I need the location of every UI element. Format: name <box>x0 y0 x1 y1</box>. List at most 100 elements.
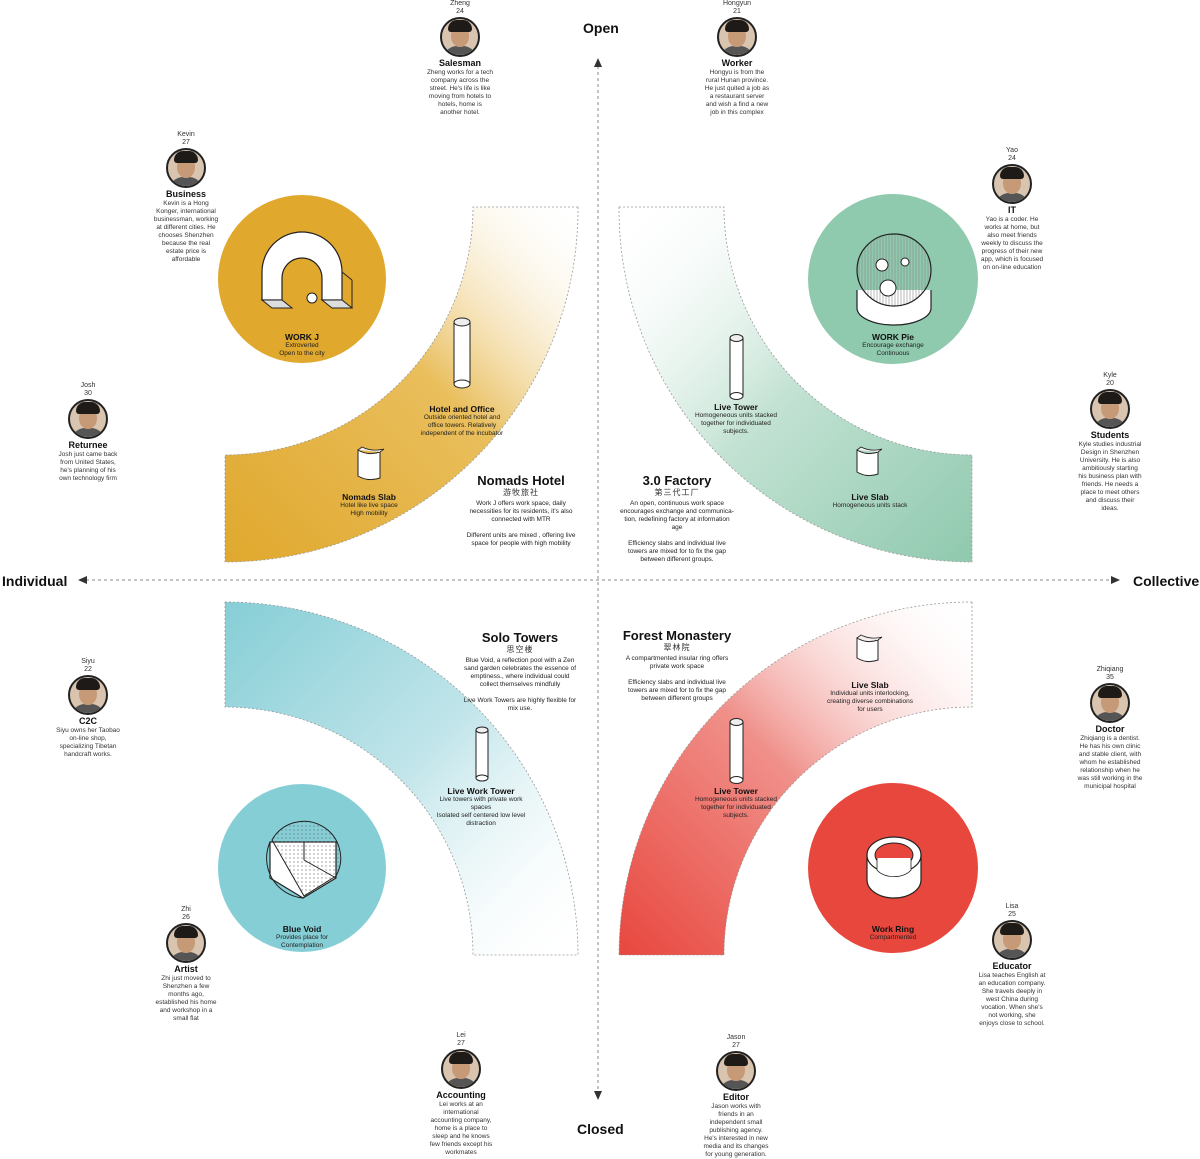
work-pie-title: WORK Pie <box>871 332 915 342</box>
work-j-title: WORK J <box>285 332 319 342</box>
nomads-hotel-desc-1: Work J offers work space, daily <box>476 500 566 507</box>
persona-desc: vocation. When she's <box>981 1004 1043 1011</box>
work-ring-model-icon <box>866 836 922 899</box>
persona-desc: friends in an <box>718 1111 754 1118</box>
persona-desc: University. He is also <box>1079 457 1141 464</box>
persona-desc: She travels deeply in <box>981 988 1043 995</box>
persona-desc: place to meet others <box>1080 489 1140 496</box>
avatar <box>716 1051 756 1091</box>
persona-desc: independent small <box>709 1119 763 1126</box>
live-tower-top-desc-1: Homogeneous units stacked <box>694 412 778 419</box>
block-solo-towers: Solo Towers 思空楼 Blue Void, a reflection … <box>458 630 582 713</box>
nomads-hotel-title: Nomads Hotel <box>477 473 565 488</box>
persona-desc: was still working in the <box>1077 775 1143 782</box>
persona-role: IT <box>1008 205 1016 215</box>
band-nomads-hotel <box>224 206 579 563</box>
work-pie-model-icon <box>856 233 932 326</box>
live-tower-bottom-desc-2: together for individuated <box>701 804 771 811</box>
persona-desc: from United States, <box>60 459 116 466</box>
band-3-factory <box>618 206 973 563</box>
persona-desc: few friends except his <box>429 1141 493 1148</box>
slab-icon-nomads <box>357 446 385 481</box>
persona-age: 20 <box>1106 380 1114 387</box>
persona-kevin: Kevin 27 Business Kevin is a Hong Konger… <box>134 131 238 264</box>
persona-desc: He has his own clinic <box>1079 743 1141 750</box>
live-work-tower-title: Live Work Tower <box>447 786 515 796</box>
work-pie-desc-1: Encourage exchange <box>862 342 924 349</box>
persona-desc: media and its changes <box>703 1143 769 1150</box>
persona-name: Lisa <box>1005 903 1019 910</box>
factory-desc2-2: towers are mixed for to fix the gap <box>628 548 726 555</box>
persona-desc: his business plan with <box>1078 473 1142 480</box>
label-live-slab-top: Live Slab Homogeneous units stack <box>820 492 920 510</box>
persona-desc: ideas. <box>1101 505 1119 512</box>
persona-desc: Lei works at an <box>439 1101 483 1108</box>
factory-title: 3.0 Factory <box>642 473 712 488</box>
persona-desc: on on-line education <box>982 264 1042 271</box>
persona-desc: friends. He needs a <box>1081 481 1139 488</box>
persona-desc: He just quited a job as <box>704 85 770 92</box>
persona-role: Worker <box>721 58 753 68</box>
persona-desc: workmates <box>445 1149 477 1156</box>
live-slab-top-title: Live Slab <box>851 492 889 502</box>
live-work-tower-desc-1: Live towers with private work <box>439 796 523 803</box>
block-3-factory: 3.0 Factory 第三代工厂 An open, continuous wo… <box>616 473 738 564</box>
tower-icon-hotel-office <box>453 317 471 389</box>
avatar <box>717 17 757 57</box>
persona-desc: own technology firm <box>59 475 117 482</box>
avatar <box>440 17 480 57</box>
persona-desc: works at home, but <box>984 224 1040 231</box>
avatar <box>992 164 1032 204</box>
axis-label-open: Open <box>583 20 619 36</box>
solo-towers-title: Solo Towers <box>481 630 559 645</box>
persona-desc: on-line shop, <box>69 735 107 742</box>
persona-age: 27 <box>457 1040 465 1047</box>
live-slab-bottom-desc-3: for users <box>857 706 883 713</box>
persona-siyu: Siyu 22 C2C Siyu owns her Taobao on-line… <box>36 658 140 759</box>
persona-role: Returnee <box>68 440 108 450</box>
label-live-slab-bottom: Live Slab Individual units interlocking,… <box>818 680 922 714</box>
nomads-hotel-desc-2: necessities for its residents, it's also <box>469 508 573 515</box>
persona-desc: international <box>443 1109 479 1116</box>
persona-desc: at different cities. He <box>156 224 216 231</box>
persona-age: 24 <box>456 8 464 15</box>
avatar <box>68 399 108 439</box>
avatar <box>166 923 206 963</box>
persona-name: Kevin <box>177 131 195 138</box>
persona-name: Hongyun <box>722 0 752 7</box>
factory-desc2-3: between different groups. <box>640 556 714 563</box>
persona-desc: relationship when he <box>1080 767 1140 774</box>
persona-name: Josh <box>80 382 96 389</box>
persona-name: Lei <box>456 1032 466 1039</box>
persona-desc: municipal hospital <box>1084 783 1136 790</box>
live-slab-bottom-desc-1: Individual units interlocking, <box>830 690 910 697</box>
persona-desc: app, which is focused <box>980 256 1044 263</box>
persona-name: Zheng <box>450 0 470 7</box>
persona-name: Siyu <box>81 658 95 665</box>
persona-desc: another hotel. <box>440 109 480 116</box>
persona-desc: Zhiqiang is a dentist. <box>1080 735 1140 742</box>
nomads-hotel-chinese-title: 游牧旅社 <box>503 488 539 497</box>
slab-icon-live-slab-bottom <box>856 634 883 663</box>
persona-desc: estate price is <box>165 248 207 255</box>
band-forest-monastery <box>618 601 973 956</box>
persona-name: Zhi <box>181 906 191 913</box>
persona-desc: west China during <box>985 996 1039 1003</box>
live-tower-top-desc-3: subjects. <box>723 428 749 435</box>
persona-role: C2C <box>78 716 97 726</box>
persona-desc: enjoys close to school. <box>979 1020 1045 1027</box>
persona-age: 21 <box>733 8 741 15</box>
label-nomads-slab: Nomads Slab Hotel like live space High m… <box>324 492 414 518</box>
forest-monastery-desc-1: A compartmented insular ring offers <box>625 655 729 662</box>
persona-desc: progress of their new <box>981 248 1043 255</box>
persona-desc: for young generation. <box>705 1151 767 1158</box>
factory-desc2-1: Efficiency slabs and individual live <box>628 540 726 547</box>
persona-desc: not working, she <box>988 1012 1036 1019</box>
persona-desc: and discuss their <box>1085 497 1135 504</box>
persona-desc: Josh just came back <box>58 451 118 458</box>
persona-desc: weekly to discuss the <box>981 240 1043 247</box>
label-live-tower-bottom: Live Tower Homogeneous units stacked tog… <box>686 786 786 820</box>
label-live-work-tower: Live Work Tower Live towers with private… <box>426 786 536 828</box>
persona-name: Yao <box>1006 147 1018 154</box>
persona-role: Editor <box>723 1092 749 1102</box>
